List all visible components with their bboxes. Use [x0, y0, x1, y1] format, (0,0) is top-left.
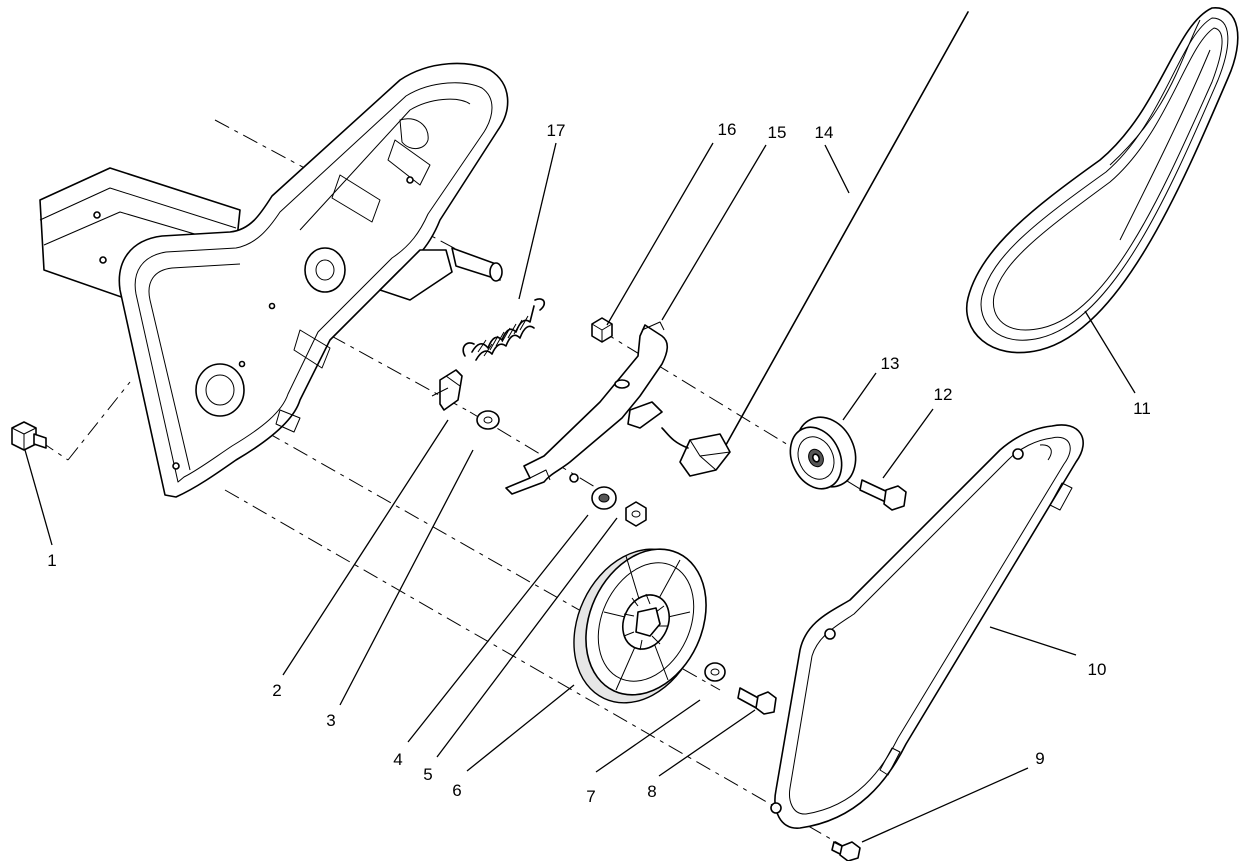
leader-lines: [24, 142, 1136, 843]
frame-housing: [39, 62, 509, 498]
callout-1: 1: [47, 551, 56, 570]
extension-spring: [462, 298, 546, 361]
belt-cover: [770, 424, 1084, 829]
callout-11: 11: [1133, 399, 1151, 418]
v-belt: [965, 7, 1239, 354]
control-cable: [661, 11, 969, 477]
screw-part-9: [831, 841, 861, 861]
callout-15: 15: [768, 123, 787, 142]
bracket-part-2: [431, 369, 463, 411]
callout-8: 8: [647, 782, 656, 801]
callout-10: 10: [1088, 660, 1107, 679]
callout-4: 4: [393, 750, 402, 769]
locknut-part-5: [625, 501, 647, 527]
washer-part-3: [476, 410, 500, 430]
callout-labels: 1 2 3 4 5 6 7 8 9 10 11 12 13 14 15 16 1…: [47, 120, 1151, 806]
spacer-part-4: [591, 486, 617, 510]
bolt-part-8: [737, 687, 777, 715]
callout-9: 9: [1035, 749, 1044, 768]
callout-7: 7: [586, 787, 595, 806]
washer-part-7: [704, 662, 726, 682]
bolt-part-1: [11, 421, 47, 451]
callout-16: 16: [718, 120, 737, 139]
drive-pulley: [573, 548, 707, 704]
callout-3: 3: [326, 711, 335, 730]
bolt-part-12: [859, 479, 907, 511]
callout-12: 12: [934, 385, 953, 404]
callout-5: 5: [423, 765, 432, 784]
callout-2: 2: [272, 681, 281, 700]
callout-13: 13: [881, 354, 900, 373]
callout-14: 14: [815, 123, 834, 142]
idler-pulley: [789, 416, 857, 490]
callout-17: 17: [547, 121, 566, 140]
callout-6: 6: [452, 781, 461, 800]
idler-arm: [505, 321, 669, 495]
